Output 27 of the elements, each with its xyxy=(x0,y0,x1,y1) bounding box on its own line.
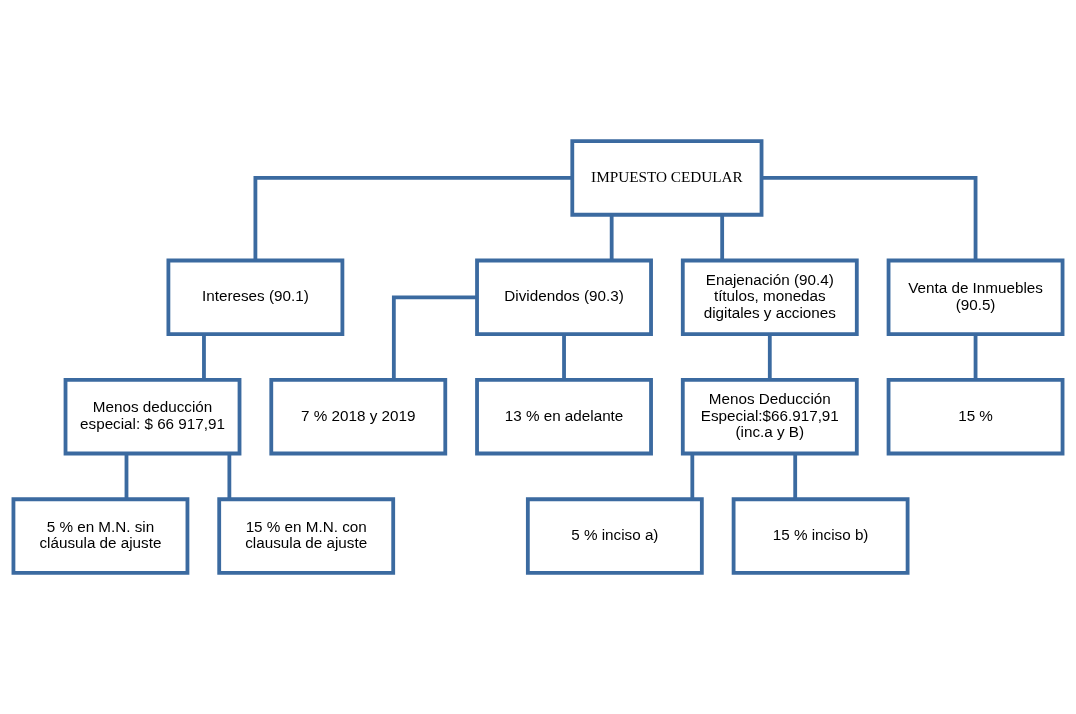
connector xyxy=(253,176,572,261)
node-box: Intereses (90.1) xyxy=(166,258,345,337)
node-box: 7 % 2018 y 2019 xyxy=(269,377,448,456)
node-box: 5 % en M.N. sin cláusula de ajuste xyxy=(11,497,190,575)
connector xyxy=(609,215,614,261)
node-box: Menos deducción especial: $ 66 917,91 xyxy=(63,377,242,456)
connector xyxy=(124,453,129,499)
connector xyxy=(391,295,477,380)
connector xyxy=(767,334,772,380)
connector xyxy=(202,334,206,380)
connector xyxy=(761,176,978,261)
node-box: 15 % inciso b) xyxy=(731,497,910,575)
node-box: 5 % inciso a) xyxy=(525,497,704,575)
node-box: Dividendos (90.3) xyxy=(475,258,653,337)
node-box: 15 % en M.N. con clausula de ajuste xyxy=(217,497,396,575)
node-box: Menos Deducción Especial:$66.917,91 (inc.a y B) xyxy=(680,377,859,456)
connector xyxy=(690,453,695,499)
node-box: Enajenación (90.4) títulos, monedas digitales y acciones xyxy=(680,258,859,337)
node-box: 15 % xyxy=(886,377,1065,456)
node-box: IMPUESTO CEDULAR xyxy=(570,139,764,217)
connector xyxy=(562,334,566,380)
node-box: Venta de Inmuebles (90.5) xyxy=(886,258,1065,337)
connector xyxy=(793,453,798,499)
node-box: 13 % en adelante xyxy=(475,377,653,456)
connector xyxy=(720,215,725,261)
connector xyxy=(227,453,232,499)
connector xyxy=(973,334,978,380)
